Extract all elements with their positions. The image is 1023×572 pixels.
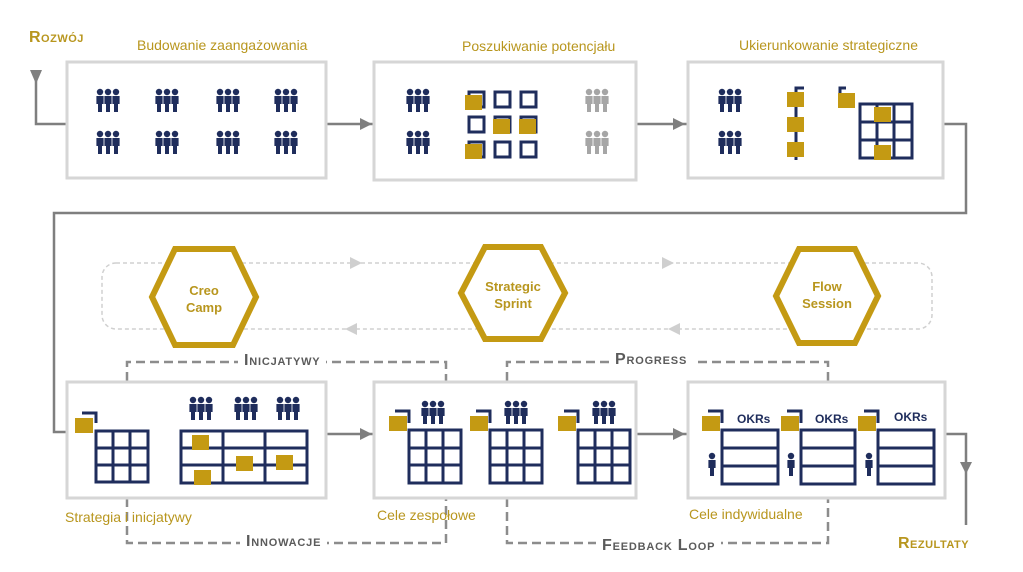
main-flow-line — [34, 70, 968, 525]
stage-label: Budowanie zaangażowania — [137, 37, 308, 53]
okr-tables — [708, 409, 936, 486]
start-label: Rozwój — [29, 29, 84, 46]
stage-label: Cele zespołowe — [377, 507, 476, 523]
hexagon-label-line2: Session — [802, 296, 852, 311]
hexagon-label-line1: Flow — [812, 279, 842, 294]
stage-box-5 — [372, 380, 638, 500]
flow-arrowheads — [30, 70, 972, 474]
loop-label-initiatives: Inicjatywy — [238, 352, 327, 370]
hexagon-label-line1: Strategic — [485, 279, 541, 294]
okr-label: OKRs — [815, 412, 849, 426]
okr-label: OKRs — [737, 412, 771, 426]
stage-box-3 — [686, 60, 945, 180]
loop-label-feedback: Feedback Loop — [596, 537, 722, 555]
stage-label: Poszukiwanie potencjału — [462, 38, 616, 54]
hexagon-label-line2: Camp — [185, 300, 223, 315]
sticky-notes — [75, 418, 293, 485]
hexagon-label: Creo Camp — [159, 282, 249, 316]
stage-box-1 — [65, 60, 328, 180]
okr-label: OKRs — [894, 410, 928, 424]
hexagon-label-line1: Creo — [189, 283, 219, 298]
sticky-notes — [787, 92, 891, 160]
stage-label: Cele indywidualne — [689, 506, 803, 522]
stage-label: Ukierunkowanie strategiczne — [739, 37, 918, 53]
sticky-notes — [389, 416, 576, 431]
hexagon-label: Strategic Sprint — [468, 278, 558, 312]
sticky-notes — [702, 416, 876, 431]
hexagon-label: Flow Session — [782, 278, 872, 312]
stage-box-6 — [686, 380, 947, 500]
loop-arrows — [345, 257, 680, 335]
loop-label-innovations: Innowacje — [240, 533, 328, 551]
loop-label-progress: Progress — [609, 351, 694, 369]
hexagon-creo-camp — [148, 246, 260, 348]
hexagon-strategic-sprint — [457, 244, 569, 342]
end-label: Rezultaty — [898, 535, 970, 552]
stage-label: Strategia i inicjatywy — [65, 509, 192, 525]
team-goal-grids — [395, 409, 632, 485]
sticky-notes — [465, 95, 536, 159]
hexagon-label-line2: Sprint — [494, 296, 532, 311]
hexagon-flow-session — [772, 246, 882, 346]
